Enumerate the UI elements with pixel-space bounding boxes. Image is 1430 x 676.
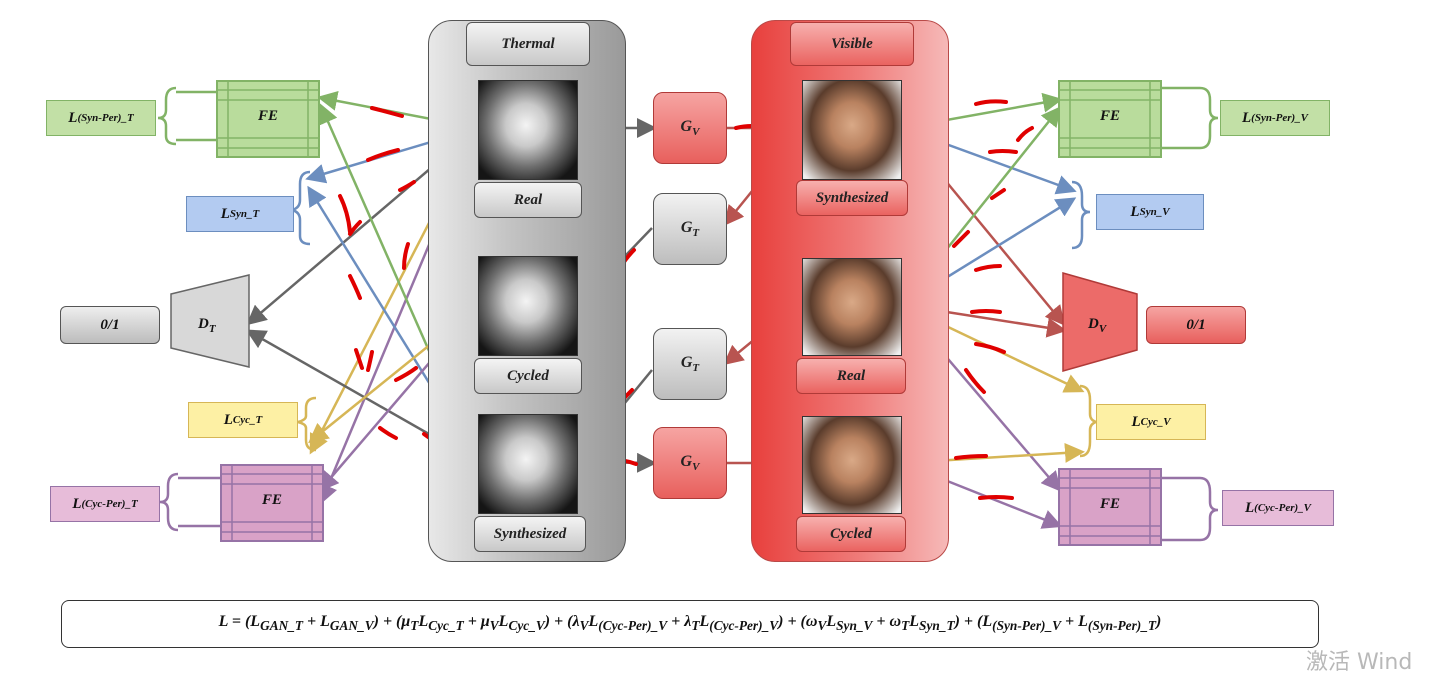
output-t: 0/1 xyxy=(60,306,160,344)
activation-watermark: 激活 Wind xyxy=(1306,650,1413,675)
loss-formula: L = (LGAN_T + LGAN_V) + (μTLCyc_T + μVLC… xyxy=(61,600,1319,648)
loss-cyc-per-v: L(Cyc-Per)_V xyxy=(1222,490,1334,526)
generator-gv-bottom-text: GV xyxy=(680,452,700,474)
generator-gt-bottom: GT xyxy=(653,328,727,400)
output-v: 0/1 xyxy=(1146,306,1246,344)
thermal-synthesized-image xyxy=(478,414,578,514)
generator-gv-top-text: GV xyxy=(680,117,700,139)
fe-left-bottom-block xyxy=(220,464,324,542)
thermal-real-image xyxy=(478,80,578,180)
discriminator-dv-shape xyxy=(1062,272,1138,372)
loss-syn-per-t: L(Syn-Per)_T xyxy=(46,100,156,136)
visible-cycled-image xyxy=(802,416,902,514)
discriminator-dv-label: DV xyxy=(1088,316,1107,335)
fe-right-bottom-label: FE xyxy=(1099,496,1120,512)
fe-right-bottom-block xyxy=(1058,468,1162,546)
loss-cyc-per-t: L(Cyc-Per)_T xyxy=(50,486,160,522)
visible-title: Visible xyxy=(790,22,914,66)
visible-real-label: Real xyxy=(796,358,906,394)
thermal-synthesized-label: Synthesized xyxy=(474,516,586,552)
fe-left-bottom-label: FE xyxy=(261,492,282,508)
generator-gv-bottom: GV xyxy=(653,427,727,499)
discriminator-dt-shape xyxy=(170,274,250,368)
loss-syn-per-v: L(Syn-Per)_V xyxy=(1220,100,1330,136)
fe-right-top-label: FE xyxy=(1099,108,1120,124)
thermal-cycled-label: Cycled xyxy=(474,358,582,394)
generator-gt-bottom-text: GT xyxy=(680,353,700,375)
fe-right-top-block xyxy=(1058,80,1162,158)
discriminator-dt-label: DT xyxy=(198,316,216,335)
visible-synthesized-label: Synthesized xyxy=(796,180,908,216)
thermal-title: Thermal xyxy=(466,22,590,66)
generator-gv-top: GV xyxy=(653,92,727,164)
fe-left-top-label: FE xyxy=(257,108,278,124)
thermal-real-label: Real xyxy=(474,182,582,218)
visible-real-image xyxy=(802,258,902,356)
visible-synthesized-image xyxy=(802,80,902,180)
visible-cycled-label: Cycled xyxy=(796,516,906,552)
generator-gt-top-text: GT xyxy=(680,218,700,240)
thermal-cycled-image xyxy=(478,256,578,356)
fe-left-top-block xyxy=(216,80,320,158)
generator-gt-top: GT xyxy=(653,193,727,265)
loss-formula-text: L = (LGAN_T + LGAN_V) + (μTLCyc_T + μVLC… xyxy=(218,613,1162,634)
